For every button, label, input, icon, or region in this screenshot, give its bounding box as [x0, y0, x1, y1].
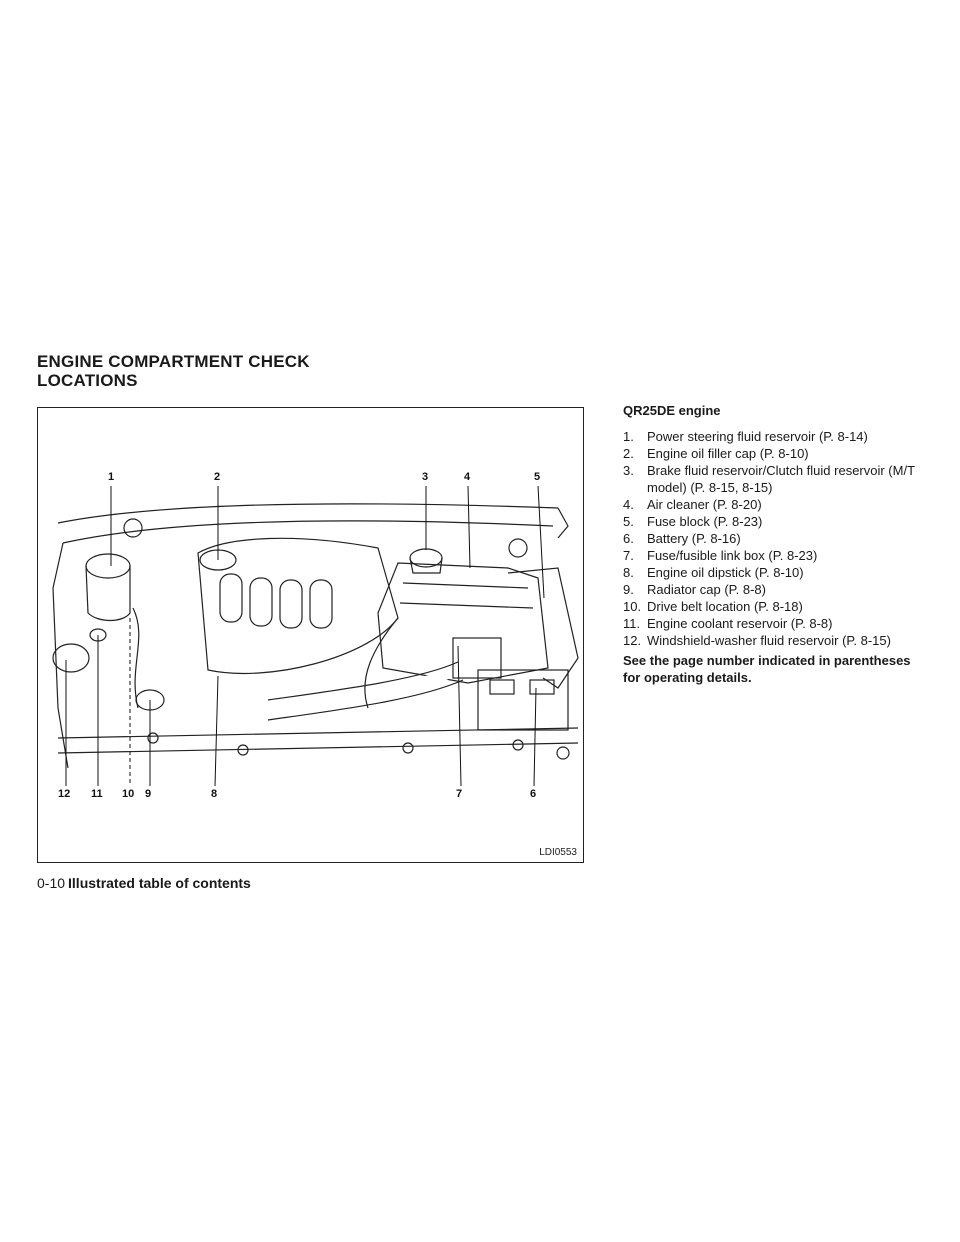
list-item: 1.Power steering fluid reservoir (P. 8-1…: [623, 429, 868, 444]
callout-11: 11: [91, 788, 103, 800]
callout-2: 2: [214, 471, 221, 483]
list-item: 6.Battery (P. 8-16): [623, 531, 741, 546]
list-item: 5.Fuse block (P. 8-23): [623, 514, 763, 529]
list-item: 3.Brake fluid reservoir/Clutch fluid res…: [623, 463, 915, 495]
locations-list-column: QR25DE engine 1.Power steering fluid res…: [623, 402, 923, 699]
callout-4: 4: [464, 471, 471, 483]
list-item: 11.Engine coolant reservoir (P. 8-8): [623, 616, 833, 631]
list-item: 2.Engine oil filler cap (P. 8-10): [623, 446, 809, 461]
callout-7: 7: [456, 788, 463, 800]
list-item: 9.Radiator cap (P. 8-8): [623, 582, 766, 597]
footer-title: Illustrated table of contents: [68, 875, 251, 891]
section-title-line-1: ENGINE COMPARTMENT CHECK: [37, 352, 310, 371]
list-item: 10.Drive belt location (P. 8-18): [623, 599, 803, 614]
engine-drawing: [52, 485, 579, 787]
callout-1: 1: [108, 471, 115, 483]
locations-list: 1.Power steering fluid reservoir (P. 8-1…: [623, 428, 923, 649]
callout-6: 6: [530, 788, 537, 800]
callout-10: 10: [122, 788, 135, 800]
callout-12: 12: [58, 788, 71, 800]
list-item: 8.Engine oil dipstick (P. 8-10): [623, 565, 804, 580]
page-number: 0-10: [37, 875, 66, 891]
callout-8: 8: [211, 788, 218, 800]
engine-compartment-illustration: 1 2 3 4 5 6 7 8 9 10 11 12 LDI0553: [37, 407, 584, 863]
figure-code: LDI0553: [539, 847, 577, 858]
callout-3: 3: [422, 471, 429, 483]
operating-details-note: See the page number indicated in parenth…: [623, 653, 911, 685]
callout-9: 9: [145, 788, 152, 800]
section-title: ENGINE COMPARTMENT CHECK LOCATIONS: [37, 352, 310, 390]
list-item: 4.Air cleaner (P. 8-20): [623, 497, 762, 512]
section-title-line-2: LOCATIONS: [37, 371, 138, 390]
callout-5: 5: [534, 471, 541, 483]
list-item: 12.Windshield-washer fluid reservoir (P.…: [623, 633, 891, 648]
engine-title: QR25DE engine: [623, 403, 721, 418]
list-item: 7.Fuse/fusible link box (P. 8-23): [623, 548, 818, 563]
